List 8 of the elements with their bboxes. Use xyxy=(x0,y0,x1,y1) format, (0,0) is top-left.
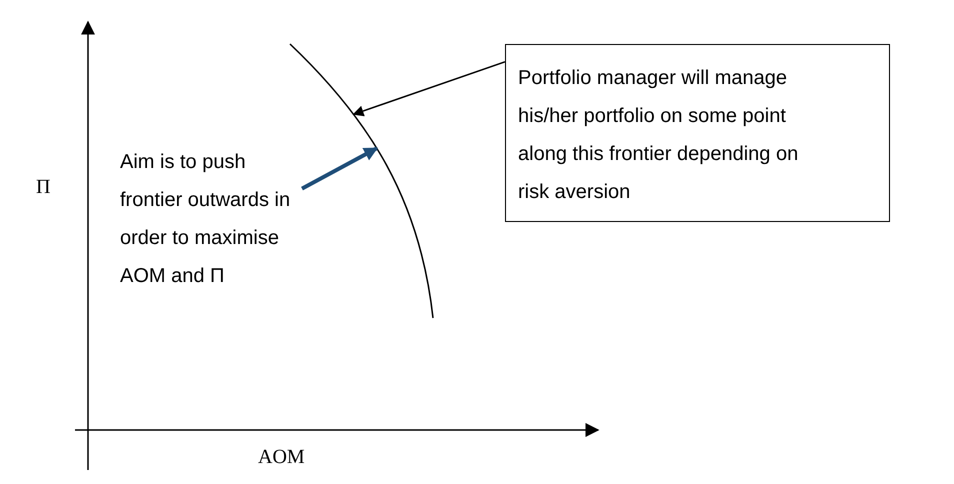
x-axis-label: AOM xyxy=(258,446,305,469)
callout-text: Portfolio manager will manage his/her portfolio on some point along this frontier depending on risk aversion xyxy=(518,66,800,205)
callout-box xyxy=(505,44,890,222)
y-axis-label: Π xyxy=(36,176,50,199)
arrow xyxy=(352,61,506,116)
annotation-text: Aim is to push frontier outwards in order to maximise AOM and Π xyxy=(120,150,292,289)
frontier-curve xyxy=(289,43,434,318)
arrow xyxy=(301,146,378,190)
